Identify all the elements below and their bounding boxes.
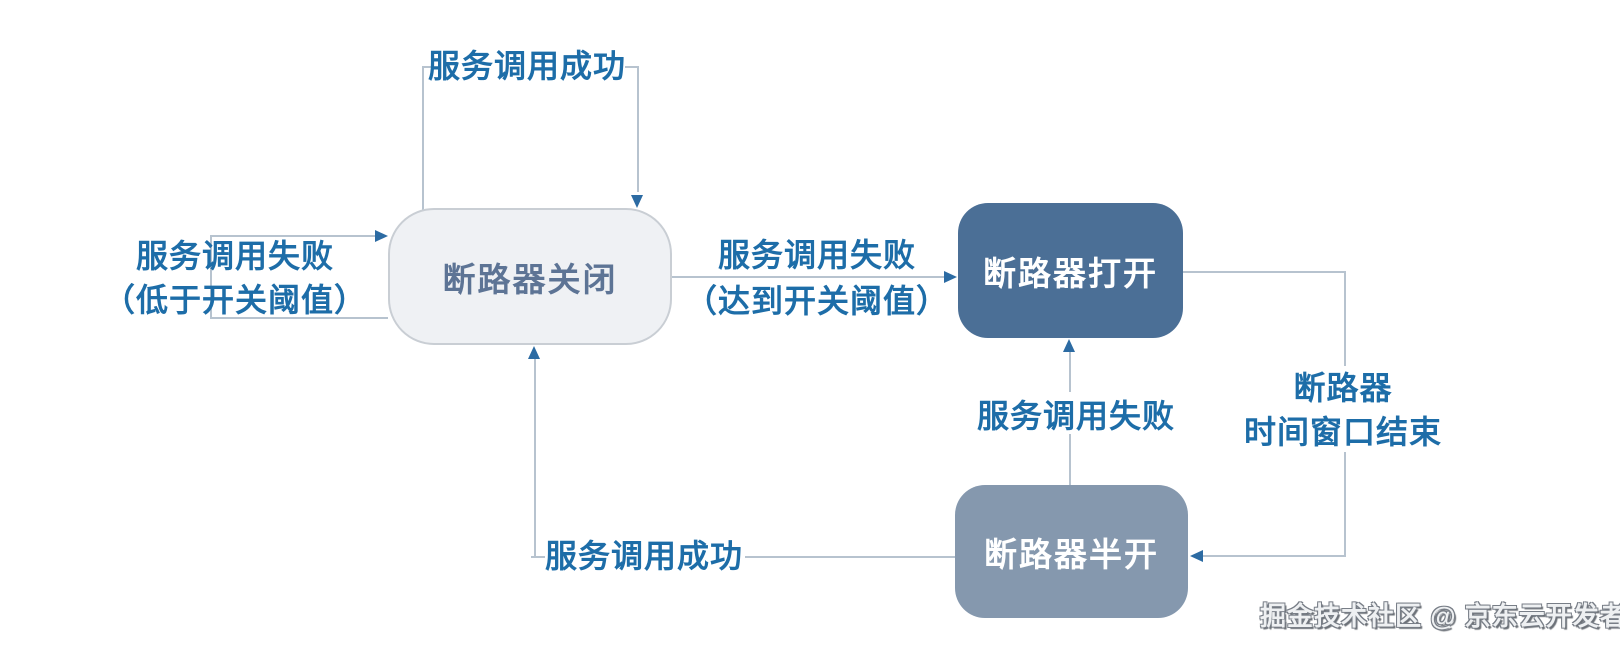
connector-line-window-vertical-lower <box>1344 452 1346 557</box>
transition-label-closed-self-fail: 服务调用失败 （低于开关阈值） <box>100 234 370 322</box>
transition-label-line: 服务调用失败 <box>135 238 334 274</box>
transition-label-line: 服务调用失败 <box>977 398 1176 434</box>
arrowhead-into-open-bottom-icon <box>1063 339 1075 352</box>
transition-label-line: （达到开关阈值） <box>685 283 950 319</box>
state-label-closed: 断路器关闭 <box>442 260 618 298</box>
watermark-text: 掘金技术社区 @ 京东云开发者 <box>1260 601 1620 631</box>
transition-label-half-open-to-closed: 服务调用成功 <box>545 534 744 578</box>
transition-label-line: 断路器 <box>1293 370 1393 406</box>
connector-line-window-vertical-upper <box>1344 271 1346 366</box>
state-label-open: 断路器打开 <box>983 254 1158 292</box>
arrowhead-into-closed-left-icon <box>375 230 388 242</box>
connector-line-top-loop-left <box>422 66 424 210</box>
transition-label-line: 服务调用成功 <box>545 538 744 574</box>
connector-line-fail-vertical-lower <box>1069 434 1071 485</box>
connector-line-left-loop-top <box>210 235 376 237</box>
transition-label-line: 时间窗口结束 <box>1243 414 1442 450</box>
state-node-open: 断路器打开 <box>958 203 1183 338</box>
arrowhead-into-open-left-icon <box>944 271 957 283</box>
arrowhead-into-closed-top-icon <box>631 195 643 208</box>
transition-label-half-open-to-open: 服务调用失败 <box>977 394 1176 438</box>
arrowhead-into-closed-bottom-icon <box>528 346 540 359</box>
transition-label-closed-self-success: 服务调用成功 <box>426 44 628 88</box>
connector-line-left-loop-bottom <box>210 317 388 319</box>
connector-line-closed-to-open <box>672 276 944 278</box>
connector-line-success-vertical <box>534 358 536 558</box>
connector-line-fail-vertical-upper <box>1069 351 1071 392</box>
state-node-closed: 断路器关闭 <box>388 208 672 345</box>
connector-line-top-loop-stub-left <box>422 66 432 68</box>
state-node-half-open: 断路器半开 <box>955 485 1188 618</box>
connector-line-window-top <box>1183 271 1346 273</box>
connector-line-top-loop-right <box>637 66 639 192</box>
transition-label-line: 服务调用失败 <box>717 237 916 273</box>
transition-label-line: （低于开关阈值） <box>102 282 367 318</box>
connector-line-success-stub <box>531 556 545 558</box>
arrowhead-into-half-open-right-icon <box>1190 550 1203 562</box>
connector-line-left-loop-vertical <box>210 235 212 319</box>
connector-line-success-horizontal <box>745 556 955 558</box>
transition-label-open-to-half-open: 断路器 时间窗口结束 <box>1230 366 1456 454</box>
connector-line-top-loop-stub-right <box>625 66 639 68</box>
connector-line-window-bottom <box>1202 555 1346 557</box>
transition-label-line: 服务调用成功 <box>427 48 626 84</box>
state-label-half-open: 断路器半开 <box>984 535 1159 573</box>
transition-label-closed-to-open: 服务调用失败 （达到开关阈值） <box>685 232 949 324</box>
